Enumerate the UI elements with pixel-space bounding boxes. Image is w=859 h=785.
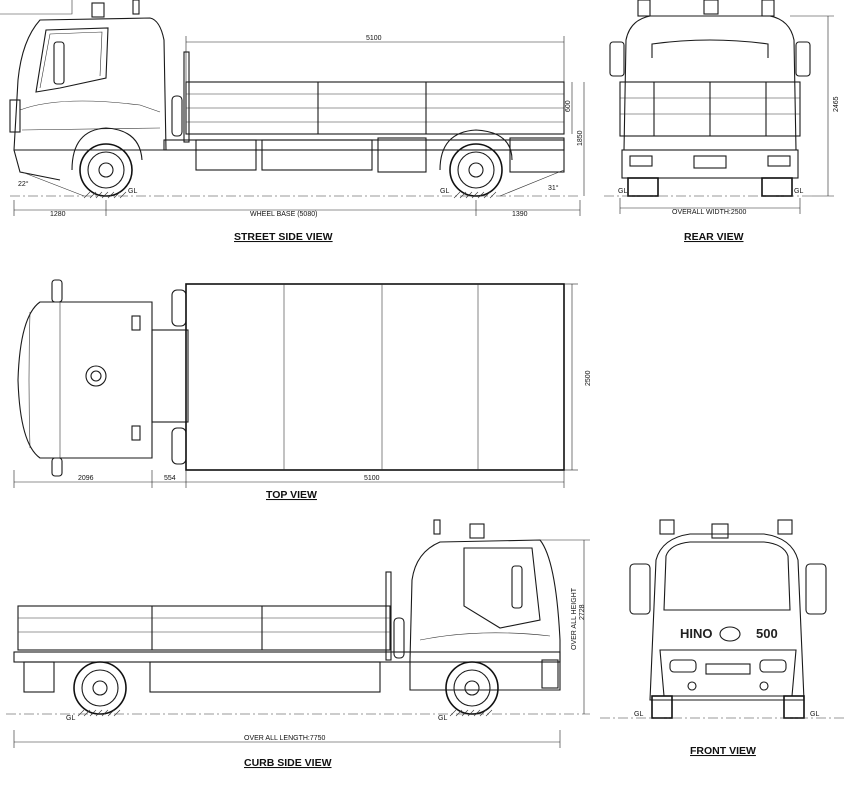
headlight-left bbox=[669, 659, 697, 673]
dim-body-width: 2500 bbox=[585, 370, 592, 386]
toolbox bbox=[377, 137, 427, 173]
brand-emblem bbox=[719, 626, 741, 642]
rear-wheel bbox=[449, 143, 503, 197]
front-wheel bbox=[445, 661, 499, 715]
mirror bbox=[53, 41, 65, 85]
mirror-left bbox=[629, 563, 651, 615]
ground-label: GL bbox=[810, 711, 819, 718]
mirror-right bbox=[795, 41, 811, 77]
ground-label: GL bbox=[438, 715, 447, 722]
dim-wheel-base: WHEEL BASE (5080) bbox=[250, 211, 317, 218]
mirror-left bbox=[609, 41, 625, 77]
curb-side-view: GL GL OVER ALL HEIGHT 2728 OVER ALL LENG… bbox=[6, 519, 590, 769]
view-title-rear: REAR VIEW bbox=[684, 231, 744, 243]
view-title-street-side: STREET SIDE VIEW bbox=[234, 231, 333, 243]
cab-outline bbox=[409, 539, 561, 691]
tail-light-right bbox=[767, 155, 791, 167]
windscreen bbox=[663, 541, 791, 611]
fire-extinguisher bbox=[393, 617, 405, 659]
model-badge: 500 bbox=[756, 626, 778, 641]
antenna bbox=[132, 0, 140, 15]
front-view: HINO 500 GL GL FRONT VIEW bbox=[600, 519, 846, 757]
rear-view: GL GL 2465 OVERALL WIDTH:2500 REAR VIEW bbox=[604, 0, 840, 243]
approach-angle: 22° bbox=[18, 180, 29, 188]
rear-tyres-left bbox=[627, 177, 659, 197]
beacon-light bbox=[711, 523, 729, 539]
extinguisher-top bbox=[171, 289, 187, 327]
dim-cab-gap: 554 bbox=[164, 475, 176, 482]
number-plate bbox=[693, 155, 727, 169]
cab-front bbox=[649, 533, 805, 701]
mirror-top bbox=[51, 279, 63, 303]
cab-gap bbox=[151, 329, 189, 423]
dim-body-length-top: 5100 bbox=[364, 475, 380, 482]
ground-label: GL bbox=[618, 188, 627, 195]
wheel-arch bbox=[71, 127, 143, 171]
tail-light-left bbox=[629, 155, 653, 167]
beacon-light bbox=[91, 2, 105, 18]
headboard-post bbox=[385, 571, 392, 661]
headboard-rail bbox=[651, 39, 769, 58]
dim-overall-height-label: OVER ALL HEIGHT bbox=[571, 587, 578, 650]
view-title-curb-side: CURB SIDE VIEW bbox=[244, 757, 332, 769]
ground-label: GL bbox=[66, 715, 75, 722]
dim-side-height: 600 bbox=[565, 100, 572, 112]
antenna bbox=[433, 519, 441, 535]
rear-bumper bbox=[621, 149, 799, 179]
brand-logo: HINO bbox=[680, 626, 713, 641]
chassis-frame bbox=[163, 139, 565, 151]
front-tyre-left bbox=[651, 695, 673, 719]
chassis-frame bbox=[13, 651, 561, 663]
headboard-post bbox=[183, 51, 190, 143]
roof-beacon bbox=[85, 365, 107, 387]
front-bumper bbox=[659, 649, 797, 697]
street-side-view: GL GL 22° 31° 5100 600 1850 1280 WHEEL B… bbox=[0, 0, 585, 243]
beacon-light bbox=[703, 0, 719, 15]
front-light bbox=[541, 659, 559, 689]
view-title-top: TOP VIEW bbox=[266, 489, 317, 501]
cab-window bbox=[35, 27, 109, 93]
title-frame bbox=[0, 0, 73, 15]
dim-rear-overhang: 1390 bbox=[512, 211, 528, 218]
cab-outline bbox=[13, 17, 167, 151]
headlight-right bbox=[759, 659, 787, 673]
cab-back bbox=[623, 15, 797, 151]
dim-overall-height-rear: 2465 bbox=[833, 96, 840, 112]
departure-angle: 31° bbox=[548, 184, 559, 192]
tray-body bbox=[17, 605, 391, 651]
rear-tyres-right bbox=[761, 177, 793, 197]
front-light bbox=[9, 99, 21, 133]
dim-overall-width: OVERALL WIDTH:2500 bbox=[672, 209, 747, 216]
dim-overall-height-value: 2728 bbox=[579, 604, 586, 620]
tray-top bbox=[185, 283, 565, 471]
cab-roof bbox=[17, 301, 153, 459]
dim-cab-length: 2096 bbox=[78, 475, 94, 482]
dim-deck-height: 1850 bbox=[577, 130, 584, 146]
dim-overall-length: OVER ALL LENGTH:7750 bbox=[244, 735, 326, 742]
beacon-light bbox=[469, 523, 485, 539]
grille bbox=[705, 663, 751, 675]
fog-light-left bbox=[687, 681, 697, 691]
ground-label: GL bbox=[794, 188, 803, 195]
top-view: 2500 2096 554 5100 TOP VIEW bbox=[13, 279, 592, 501]
ground-label: GL bbox=[128, 188, 137, 195]
fire-extinguisher bbox=[171, 95, 183, 137]
ground-label: GL bbox=[440, 188, 449, 195]
mirror-right bbox=[805, 563, 827, 615]
ground-label: GL bbox=[634, 711, 643, 718]
view-title-front: FRONT VIEW bbox=[690, 745, 756, 757]
front-tyre-right bbox=[783, 695, 805, 719]
mirror bbox=[511, 565, 523, 609]
fog-light-right bbox=[759, 681, 769, 691]
dim-front-overhang: 1280 bbox=[50, 211, 66, 218]
cab-window bbox=[463, 547, 541, 629]
dim-body-length: 5100 bbox=[366, 35, 382, 42]
mirror-bottom bbox=[51, 457, 63, 477]
